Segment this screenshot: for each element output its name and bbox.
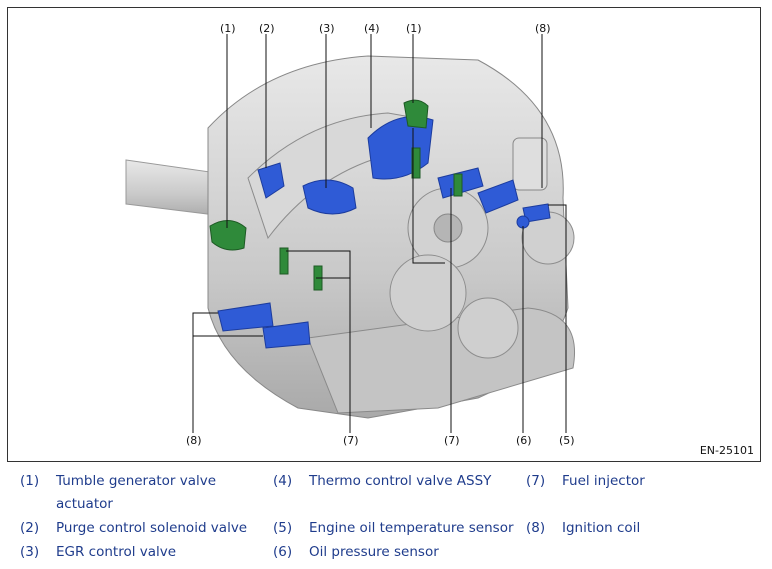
- callout-6: (6): [516, 434, 532, 447]
- legend-num: (2): [20, 520, 40, 536]
- legend-item-3: (3) EGR control valve: [20, 541, 270, 564]
- callout-5: (5): [559, 434, 575, 447]
- callout-7-left: (7): [343, 434, 359, 447]
- oil-filter: [512, 137, 548, 191]
- callout-3: (3): [319, 22, 335, 35]
- callout-7-right: (7): [444, 434, 460, 447]
- legend-label: Ignition coil: [562, 520, 641, 536]
- tumble-generator-valve-actuator-right: [403, 99, 429, 129]
- legend-label: Fuel injector: [562, 473, 645, 489]
- legend-num: (8): [526, 520, 546, 536]
- purge-control-solenoid-valve: [257, 162, 285, 199]
- legend-label: Engine oil temperature sensor: [309, 520, 514, 536]
- fuel-injector-3: [411, 147, 421, 179]
- legend: (1) Tumble generator valve actuator (2) …: [0, 470, 772, 569]
- engine-illustration: [125, 34, 575, 433]
- egr-control-valve: [302, 179, 357, 215]
- legend-label: Purge control solenoid valve: [56, 520, 248, 536]
- ignition-coil-right-2: [477, 179, 519, 214]
- engine-figure: (1) (2) (3) (4) (1) (8) (8) (7) (7) (6) …: [7, 7, 761, 462]
- legend-num: (4): [273, 473, 293, 489]
- pulley-hub: [433, 213, 463, 243]
- blue-components: [217, 116, 551, 349]
- fuel-injector-1: [279, 247, 289, 275]
- legend-label: Tumble generator valve: [56, 473, 217, 489]
- leader-lines: [192, 34, 567, 433]
- legend-item-5: (5) Engine oil temperature sensor: [273, 517, 523, 540]
- legend-item-7: (7) Fuel injector: [526, 470, 756, 493]
- ac-compressor: [457, 297, 519, 359]
- legend-num: (3): [20, 544, 40, 560]
- legend-num: (1): [20, 473, 40, 489]
- callout-8-bottom: (8): [186, 434, 202, 447]
- callout-1-left: (1): [220, 22, 236, 35]
- callout-4: (4): [364, 22, 380, 35]
- legend-label: Thermo control valve ASSY: [309, 473, 492, 489]
- legend-label: Oil pressure sensor: [309, 544, 439, 560]
- legend-num: (5): [273, 520, 293, 536]
- legend-num: (7): [526, 473, 546, 489]
- callout-8-top: (8): [535, 22, 551, 35]
- fuel-injector-4: [453, 173, 463, 197]
- legend-item-6: (6) Oil pressure sensor: [273, 541, 523, 564]
- legend-item-8: (8) Ignition coil: [526, 517, 756, 540]
- legend-item-1: (1) Tumble generator valve actuator: [20, 470, 260, 516]
- ignition-coil-left-1: [217, 302, 274, 332]
- legend-label: EGR control valve: [56, 544, 177, 560]
- figure-id: EN-25101: [699, 444, 754, 457]
- tumble-generator-valve-actuator-left: [209, 220, 247, 251]
- callout-1-right: (1): [406, 22, 422, 35]
- legend-item-2: (2) Purge control solenoid valve: [20, 517, 270, 540]
- ignition-coil-left-2: [262, 321, 311, 349]
- legend-num: (6): [273, 544, 293, 560]
- callout-2: (2): [259, 22, 275, 35]
- legend-label-cont: actuator: [56, 496, 113, 512]
- pulley-lower: [389, 254, 467, 332]
- legend-item-4: (4) Thermo control valve ASSY: [273, 470, 523, 493]
